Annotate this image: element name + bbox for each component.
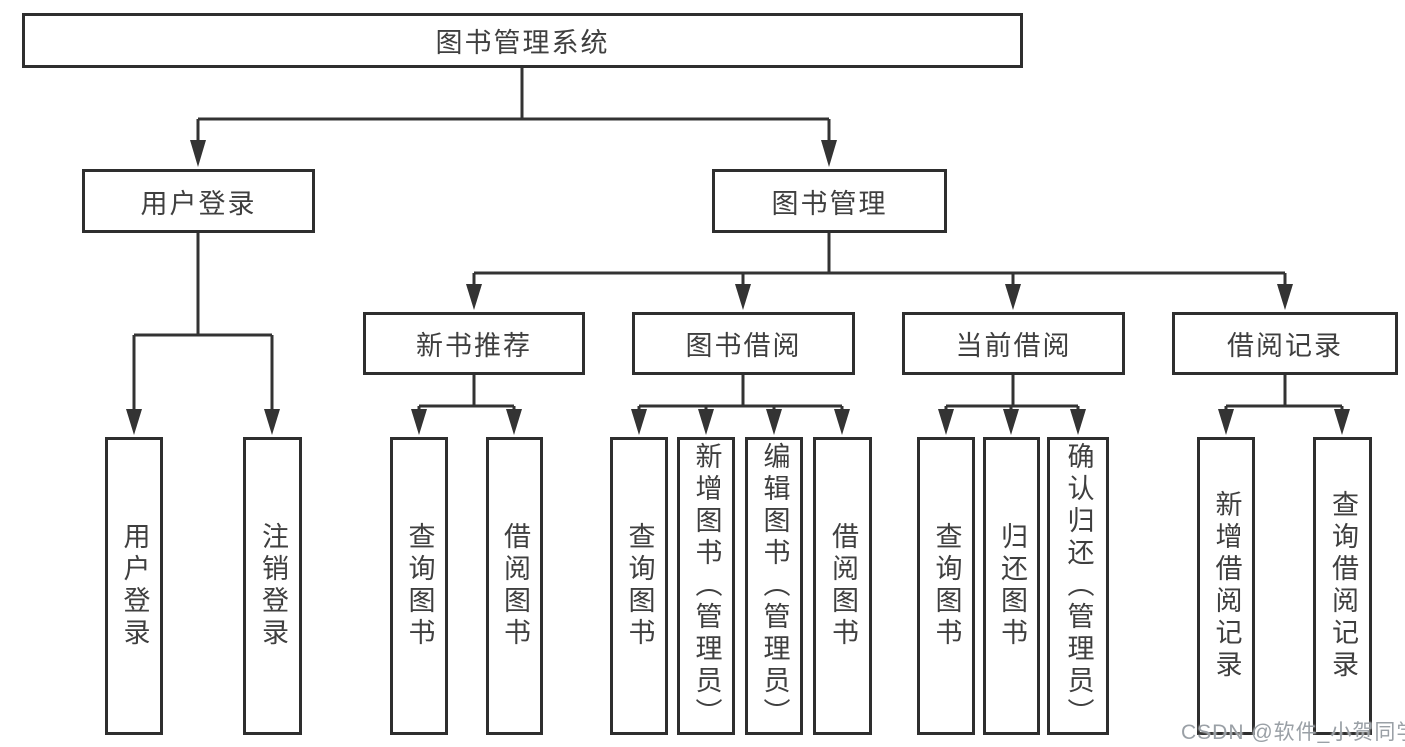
leaf-logout-label: 注销登录 bbox=[258, 522, 288, 650]
leaf-borrow-books-label: 借阅图书 bbox=[828, 522, 858, 650]
leaf-edit-books-admin-label: 编辑图书（管理员） bbox=[759, 442, 790, 730]
node-borrowing-records: 借阅记录 bbox=[1172, 312, 1398, 375]
leaf-edit-books-admin: 编辑图书（管理员） bbox=[745, 437, 803, 735]
leaf-borrowing-query-books-label: 查询图书 bbox=[624, 522, 655, 650]
leaf-logout: 注销登录 bbox=[243, 437, 302, 735]
leaf-add-books-admin: 新增图书（管理员） bbox=[677, 437, 735, 735]
node-user-login-module: 用户登录 bbox=[82, 169, 315, 233]
leaf-recommend-borrow-books: 借阅图书 bbox=[486, 437, 543, 735]
node-current-borrowing: 当前借阅 bbox=[902, 312, 1125, 375]
leaf-user-login: 用户登录 bbox=[105, 437, 163, 735]
leaf-return-books: 归还图书 bbox=[983, 437, 1040, 735]
leaf-recommend-query-books: 查询图书 bbox=[390, 437, 448, 735]
leaf-add-borrow-record: 新增借阅记录 bbox=[1197, 437, 1255, 735]
leaf-user-login-label: 用户登录 bbox=[119, 522, 150, 650]
connector-paths bbox=[132, 68, 1344, 411]
arrowheads bbox=[126, 140, 1350, 435]
leaf-recommend-query-books-label: 查询图书 bbox=[404, 522, 435, 650]
leaf-confirm-return-admin-label: 确认归还（管理员） bbox=[1063, 442, 1094, 730]
leaf-confirm-return-admin: 确认归还（管理员） bbox=[1047, 437, 1109, 735]
leaf-add-borrow-record-label: 新增借阅记录 bbox=[1211, 490, 1242, 682]
leaf-borrow-books: 借阅图书 bbox=[813, 437, 872, 735]
leaf-recommend-borrow-books-label: 借阅图书 bbox=[500, 522, 530, 650]
csdn-watermark: CSDN @软件_小贺同学 bbox=[1181, 721, 1405, 744]
leaf-current-query-books-label: 查询图书 bbox=[931, 522, 962, 650]
leaf-current-query-books: 查询图书 bbox=[917, 437, 975, 735]
node-book-management-module: 图书管理 bbox=[712, 169, 947, 233]
node-root-system: 图书管理系统 bbox=[22, 13, 1023, 68]
node-new-book-recommendation: 新书推荐 bbox=[363, 312, 585, 375]
leaf-add-books-admin-label: 新增图书（管理员） bbox=[691, 442, 722, 730]
node-book-borrowing: 图书借阅 bbox=[632, 312, 855, 375]
leaf-query-borrow-record: 查询借阅记录 bbox=[1313, 437, 1372, 735]
leaf-query-borrow-record-label: 查询借阅记录 bbox=[1328, 490, 1358, 682]
leaf-borrowing-query-books: 查询图书 bbox=[610, 437, 668, 735]
leaf-return-books-label: 归还图书 bbox=[997, 522, 1027, 650]
